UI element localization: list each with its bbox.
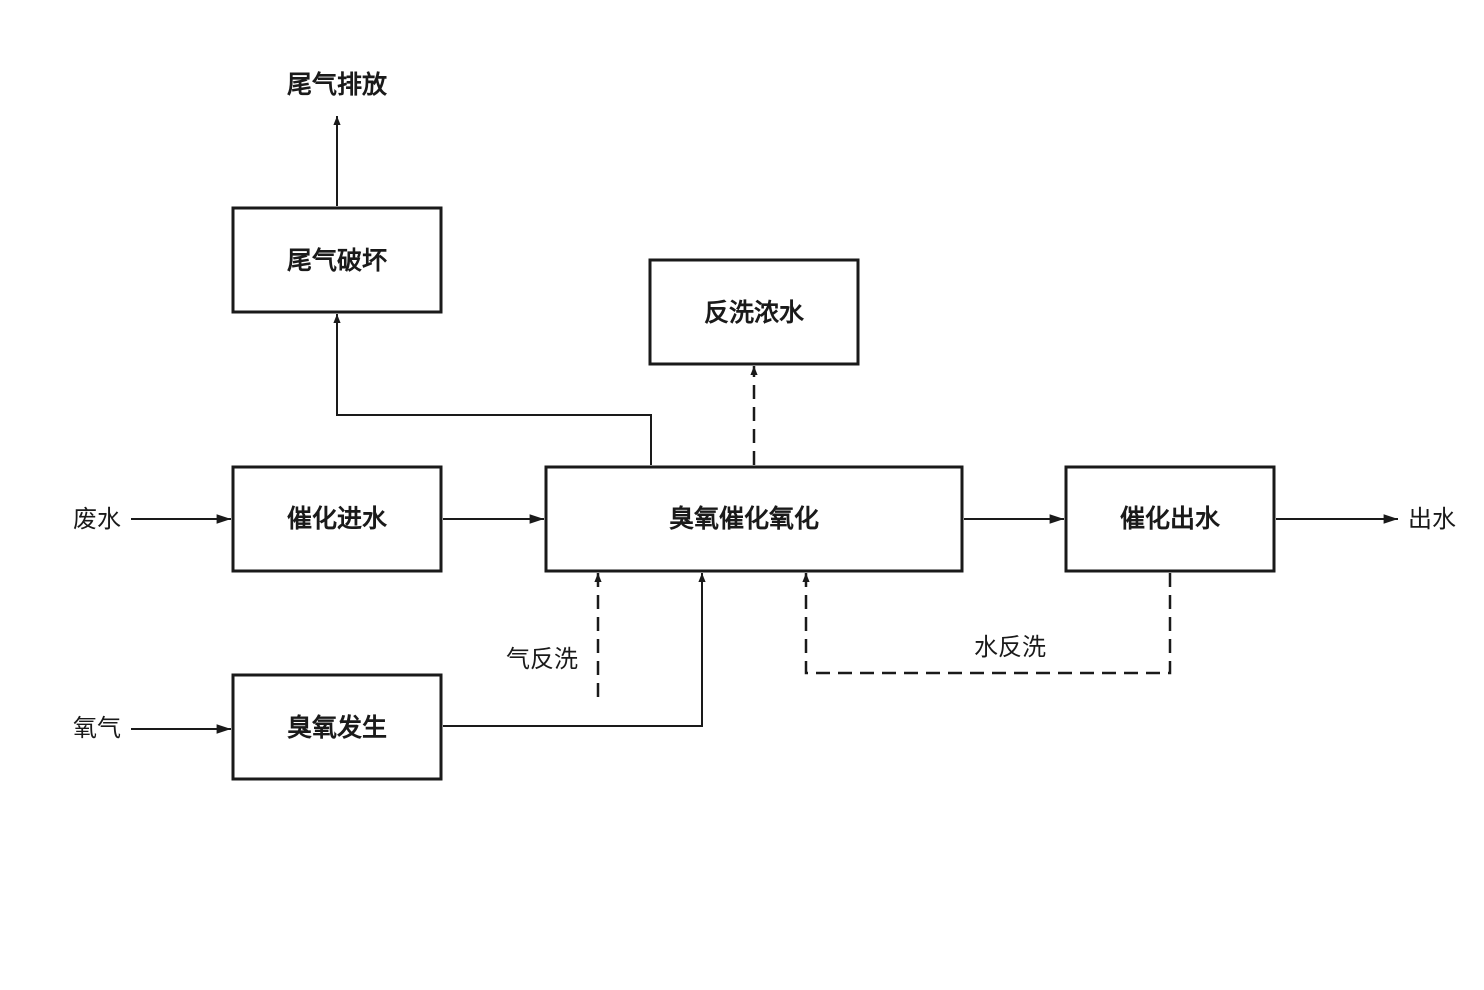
label-air-backwash: 气反洗 [506, 645, 578, 673]
node-catalytic-inlet: 催化进水 [231, 465, 443, 573]
node-backwash-concentrate: 反洗浓水 [648, 258, 860, 366]
node-ozone-generation-label: 臭氧发生 [287, 713, 387, 742]
node-catalytic-inlet-label: 催化进水 [287, 504, 388, 533]
label-water-backwash: 水反洗 [974, 633, 1046, 661]
label-wastewater: 废水 [73, 505, 121, 533]
node-catalytic-outlet-label: 催化出水 [1120, 504, 1221, 533]
node-tail-gas-destruction: 尾气破坏 [231, 206, 443, 314]
label-effluent: 出水 [1408, 505, 1456, 533]
edge-oxidation-to-tail-gas [333, 314, 652, 465]
node-catalytic-outlet: 催化出水 [1064, 465, 1276, 573]
edge-generation-to-oxidation [443, 573, 706, 727]
node-tail-gas-destruction-label: 尾气破坏 [287, 246, 387, 275]
label-tail-gas-discharge: 尾气排放 [287, 70, 388, 99]
edge-water-backwash-to-oxidation [802, 573, 1172, 675]
label-oxygen: 氧气 [73, 714, 121, 742]
node-ozone-generation: 臭氧发生 [231, 673, 443, 781]
node-ozone-catalytic-oxidation: 臭氧催化氧化 [544, 465, 964, 573]
node-ozone-catalytic-oxidation-label: 臭氧催化氧化 [669, 504, 819, 533]
node-backwash-concentrate-label: 反洗浓水 [704, 298, 805, 327]
